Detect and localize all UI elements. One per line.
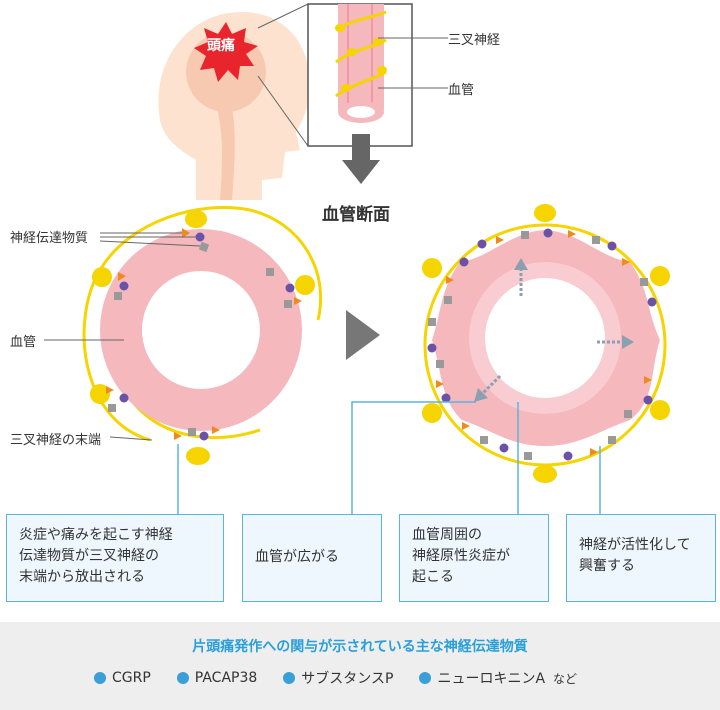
footer-item: PACAP38 xyxy=(176,670,258,686)
vessel-zoom xyxy=(335,4,387,123)
zoom-label-vessel: 血管 xyxy=(448,83,475,98)
step-box-release: 炎症や痛みを起こす神経 伝達物質が三叉神経の 末端から放出される xyxy=(6,514,224,602)
down-arrow-icon xyxy=(342,134,380,184)
next-step-arrow-icon xyxy=(346,310,380,360)
zoom-label-trigeminal: 三叉神経 xyxy=(448,33,501,48)
bullet-icon xyxy=(176,672,189,684)
cross-section-title: 血管断面 xyxy=(322,205,390,225)
pointer-neurotransmitter-3 xyxy=(99,240,201,247)
label-neurotransmitter: 神経伝達物質 xyxy=(10,231,89,246)
footer-panel: 片頭痛発作への関与が示されている主な神経伝達物質 CGRP PACAP38 サブ… xyxy=(0,622,720,710)
label-vessel: 血管 xyxy=(10,335,37,350)
zoom-line-top xyxy=(257,3,309,29)
footer-item-label: CGRP xyxy=(112,670,151,686)
headache-label: 頭痛 xyxy=(207,38,235,54)
footer-list: CGRP PACAP38 サブスタンスP ニューロキニンA など xyxy=(94,668,577,688)
diagram-artwork xyxy=(44,3,670,514)
bullet-icon xyxy=(419,672,432,684)
bullet-icon xyxy=(94,672,106,684)
step-box-inflammation: 血管周囲の 神経原性炎症が 起こる xyxy=(399,514,549,602)
headache-burst-icon xyxy=(194,22,258,82)
bullet-icon xyxy=(283,672,296,684)
footer-item-label: ニューロキニンA xyxy=(437,671,546,687)
footer-suffix: など xyxy=(553,671,578,686)
step-box-dilation: 血管が広がる xyxy=(242,514,382,602)
right-cross-section xyxy=(422,204,670,483)
footer-item-label: PACAP38 xyxy=(194,670,258,686)
footer-item: ニューロキニンA xyxy=(419,668,545,688)
footer-item-label: サブスタンスP xyxy=(301,671,394,687)
footer-title: 片頭痛発作への関与が示されている主な神経伝達物質 xyxy=(192,639,528,655)
label-nerve-ending: 三叉神経の末端 xyxy=(10,433,102,448)
footer-item: サブスタンスP xyxy=(283,668,393,688)
footer-item: CGRP xyxy=(94,670,151,686)
step-box-activation: 神経が活性化して 興奮する xyxy=(566,514,716,602)
pointer-nerve-ending xyxy=(109,436,153,441)
zoom-line-bottom xyxy=(257,75,309,147)
left-cross-section xyxy=(82,206,323,465)
connector-2 xyxy=(351,401,476,514)
